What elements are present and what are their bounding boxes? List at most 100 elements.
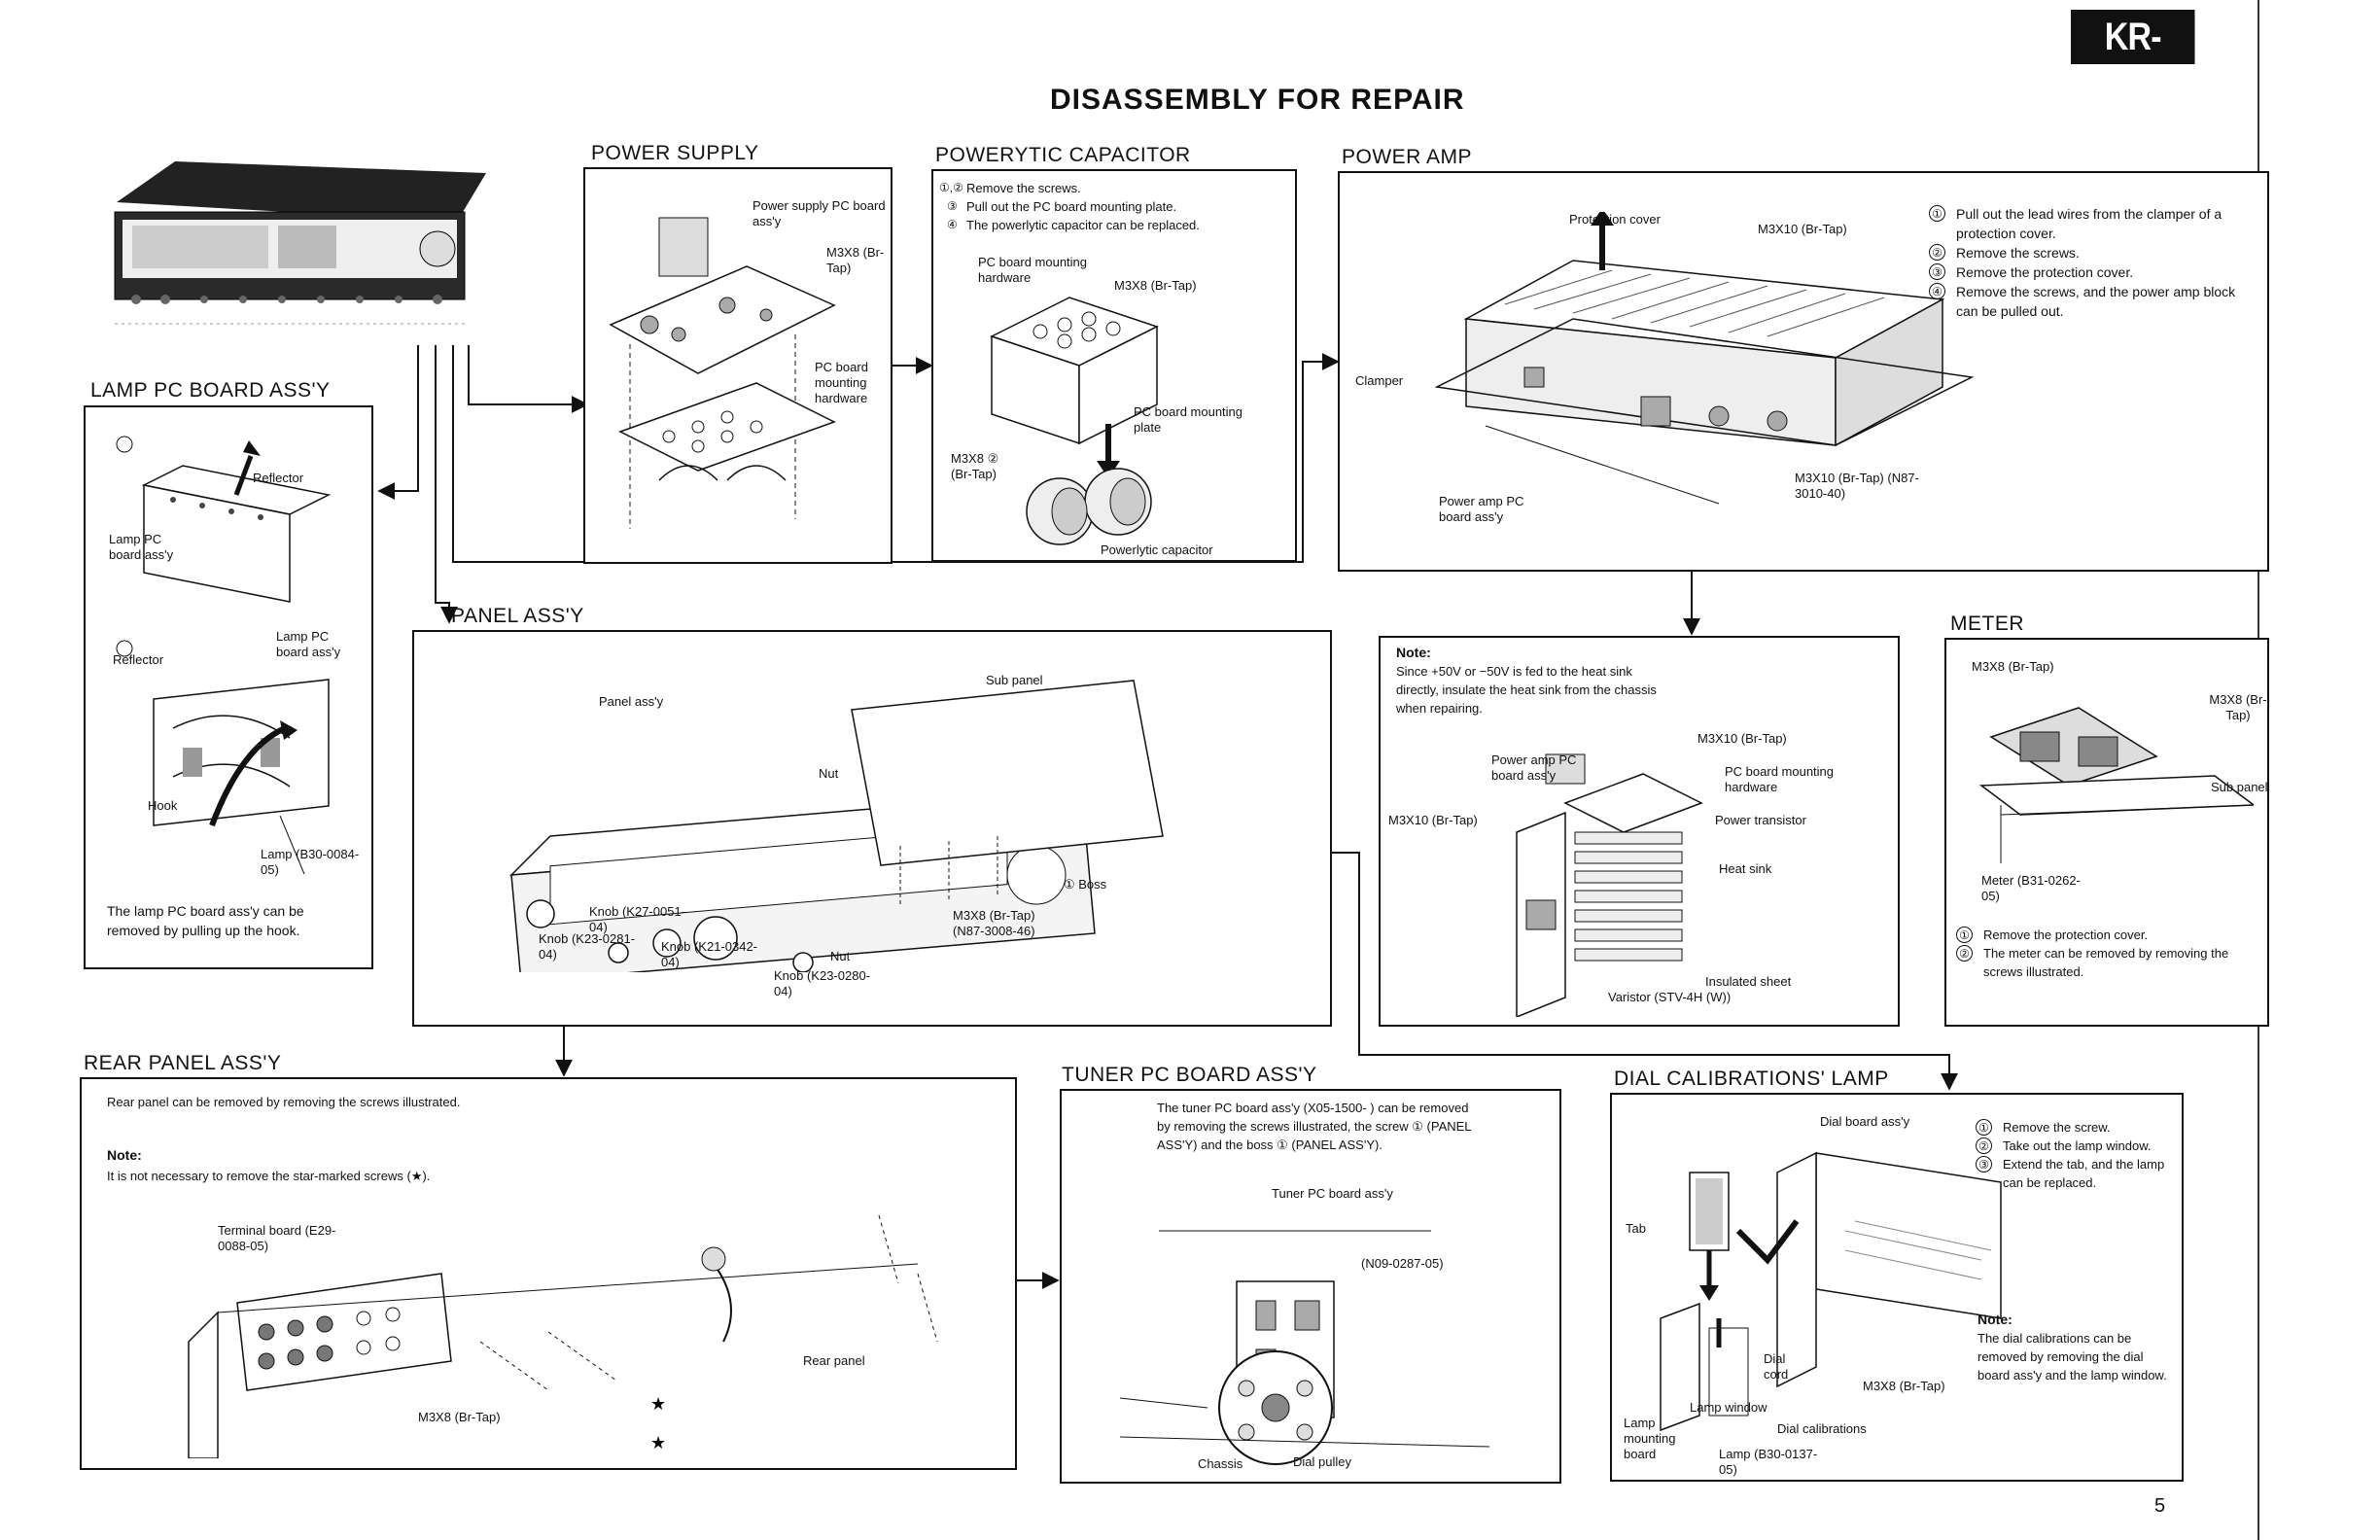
label-m3x10-hs-1: M3X10 (Br-Tap) (1698, 731, 1787, 746)
svg-text:★: ★ (650, 1394, 666, 1415)
page-title: DISASSEMBLY FOR REPAIR (1050, 84, 1465, 116)
section-title-power-supply: POWER SUPPLY (591, 142, 759, 164)
heat-sink-note-title: Note: (1396, 645, 1431, 660)
label-dial-calibrations: Dial calibrations (1777, 1421, 1867, 1436)
power-amp-panel: Protection cover M3X10 (Br-Tap) Clamper … (1338, 171, 2269, 572)
dial-lamp-note-title: Note: (1978, 1312, 2012, 1327)
dial-lamp-illustration (1660, 1151, 2002, 1432)
label-n09: (N09-0287-05) (1361, 1256, 1444, 1271)
label-lamp-pc-board-1: Lamp PC board ass'y (109, 532, 174, 562)
lamp-board-illustration-2 (116, 640, 330, 875)
section-title-dial-lamp: DIAL CALIBRATIONS' LAMP (1614, 1068, 1889, 1090)
label-power-supply-board: Power supply PC board ass'y (752, 198, 886, 228)
label-insulated-sheet: Insulated sheet (1705, 974, 1792, 989)
label-power-amp-board: Power amp PC board ass'y (1439, 494, 1524, 524)
receiver-illustration (114, 161, 486, 325)
power-supply-illustration (609, 217, 836, 529)
label-terminal-board: Terminal board (E29-0088-05) (218, 1223, 336, 1253)
power-amp-note-panel: Note: Since +50V or −50V is fed to the h… (1379, 636, 1900, 1027)
label-reflector-2: Reflector (113, 652, 164, 667)
label-m3x8-cap-2: M3X8 ② (Br-Tap) (951, 451, 999, 481)
label-sub-panel-meter: Sub panel (2211, 780, 2268, 794)
section-title-rear-panel: REAR PANEL ASS'Y (84, 1052, 282, 1074)
power-amp-illustration (1434, 212, 1975, 505)
label-lamp-b30-0137: Lamp (B30-0137-05) (1719, 1447, 1818, 1477)
label-meter-b31: Meter (B31-0262-05) (1981, 873, 2081, 903)
tuner-board-illustration (1120, 1230, 1490, 1465)
meter-illustration (1978, 707, 2254, 863)
lamp-pc-board-caption: The lamp PC board ass'y can be removed b… (107, 903, 304, 938)
label-power-amp-board-hs: Power amp PC board ass'y (1491, 752, 1577, 783)
panel-assy-illustration (509, 680, 1164, 972)
label-pc-board-mounting-hardware: PC board mounting hardware (815, 360, 868, 405)
label-hook: Hook (148, 798, 178, 813)
label-reflector-1: Reflector (253, 471, 304, 485)
rear-panel-panel: Rear panel can be removed by removing th… (80, 1077, 1017, 1470)
label-knob-k23-0280: Knob (K23-0280-04) (774, 968, 871, 998)
section-title-meter: METER (1950, 612, 2024, 635)
label-rear-panel: Rear panel (803, 1353, 865, 1368)
tuner-pc-board-panel: The tuner PC board ass'y (X05-1500- ) ca… (1060, 1089, 1561, 1484)
label-varistor: Varistor (STV-4H (W)) (1608, 990, 1732, 1004)
rear-panel-note-title: Note: (107, 1147, 142, 1163)
label-dial-board-assy: Dial board ass'y (1820, 1114, 1910, 1129)
label-dial-cord: Dial cord (1764, 1351, 1789, 1382)
section-title-lamp-pc-board: LAMP PC BOARD ASS'Y (90, 379, 331, 402)
label-m3x8-power-supply: M3X8 (Br-Tap) (826, 245, 885, 275)
label-lamp-window: Lamp window (1690, 1400, 1768, 1415)
label-nut-1: Nut (819, 766, 839, 781)
heat-sink-note-text: Since +50V or −50V is fed to the heat si… (1396, 664, 1657, 716)
power-supply-panel: Power supply PC board ass'y M3X8 (Br-Tap… (583, 167, 892, 564)
label-power-transistor: Power transistor (1715, 813, 1806, 827)
label-m3x8-rear: M3X8 (Br-Tap) (418, 1410, 501, 1424)
dial-lamp-note: Note: The dial calibrations can be remov… (1978, 1311, 2176, 1384)
label-m3x10-pa-1: M3X10 (Br-Tap) (1758, 222, 1847, 236)
label-m3x8-meter-1: M3X8 (Br-Tap) (1972, 659, 2054, 674)
section-title-panel: PANEL ASS'Y (451, 605, 584, 627)
rear-panel-illustration: ★ ★ (188, 1214, 938, 1458)
label-pc-board-mounting-plate: PC board mounting plate (1134, 404, 1243, 435)
label-dial-pulley: Dial pulley (1293, 1454, 1351, 1469)
rear-panel-note: It is not necessary to remove the star-m… (107, 1169, 431, 1183)
label-tuner-pc-board: Tuner PC board ass'y (1272, 1186, 1393, 1201)
rear-panel-intro: Rear panel can be removed by removing th… (107, 1095, 461, 1109)
svg-text:★: ★ (650, 1433, 666, 1453)
page-number: 5 (2154, 1495, 2166, 1517)
label-protection-cover: Protection cover (1569, 212, 1661, 227)
model-badge: KR-6030 (2071, 10, 2195, 113)
label-lamp-pc-board-2: Lamp PC board ass'y (276, 629, 341, 659)
label-sub-panel: Sub panel (986, 673, 1043, 687)
label-knob-k21: Knob (K21-0342-04) (661, 939, 758, 969)
label-powerlytic-capacitor: Powerlytic capacitor (1101, 542, 1213, 557)
label-lamp-b30-0084: Lamp (B30-0084-05) (261, 847, 360, 877)
label-boss: ① Boss (1064, 877, 1107, 892)
label-pc-board-mounting-hardware-cap: PC board mounting hardware (978, 255, 1088, 285)
section-title-tuner-pc-board: TUNER PC BOARD ASS'Y (1062, 1064, 1317, 1086)
label-pc-board-mounting-hardware-hs: PC board mounting hardware (1725, 764, 1835, 794)
section-title-powerytic-capacitor: POWERYTIC CAPACITOR (935, 144, 1191, 166)
label-chassis: Chassis (1198, 1456, 1243, 1471)
label-m3x10-pa-2: M3X10 (Br-Tap) (N87-3010-40) (1795, 471, 1919, 501)
label-lamp-mounting-board: Lamp mounting board (1624, 1416, 1676, 1461)
label-panel-assy: Panel ass'y (599, 694, 664, 709)
label-nut-2: Nut (830, 949, 851, 963)
label-clamper: Clamper (1355, 373, 1404, 388)
section-title-power-amp: POWER AMP (1342, 146, 1473, 168)
tuner-pc-board-intro: The tuner PC board ass'y (X05-1500- ) ca… (1157, 1101, 1472, 1152)
heat-sink-illustration (1516, 753, 1703, 1017)
